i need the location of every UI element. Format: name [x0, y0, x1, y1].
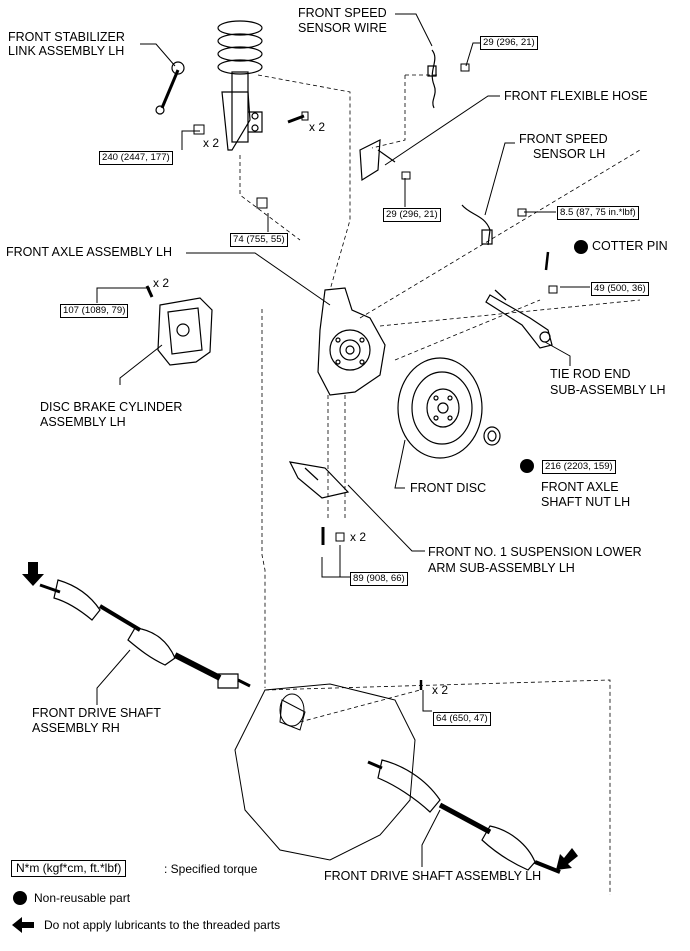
- legend-torque-text: : Specified torque: [164, 862, 258, 876]
- fasteners: [145, 63, 558, 690]
- leader-front-disc: [394, 439, 406, 489]
- label-flexible-hose: FRONT FLEXIBLE HOSE: [504, 89, 648, 103]
- front-axle-assembly: [317, 287, 386, 396]
- front-disc: [397, 357, 483, 459]
- torque-216: 216 (2203, 159): [542, 460, 616, 474]
- torque-64: 64 (650, 47): [433, 712, 491, 726]
- torque-107: 107 (1089, 79): [60, 304, 129, 318]
- legend-arrow-icon: [12, 917, 34, 933]
- leader-disc-brake: [119, 344, 163, 385]
- torque-89: 89 (908, 66): [350, 572, 408, 586]
- leader-stabilizer: [140, 43, 176, 67]
- speed-sensor: [461, 204, 493, 246]
- label-disc-brake-2: ASSEMBLY LH: [40, 415, 126, 429]
- qty-x2-89: x 2: [350, 530, 367, 544]
- label-speed-sensor-1: FRONT SPEED: [519, 132, 608, 146]
- torque-29-b: 29 (296, 21): [383, 208, 441, 222]
- lower-arm: [288, 461, 350, 499]
- leader-drive-lh: [421, 809, 441, 867]
- axle-shaft-nut: [483, 426, 501, 446]
- leader-flexible-hose: [384, 95, 500, 166]
- leader-lower-arm: [347, 484, 425, 552]
- label-drive-rh-1: FRONT DRIVE SHAFT: [32, 706, 161, 720]
- leader-drive-rh: [96, 649, 131, 705]
- speed-sensor-wire: [427, 49, 437, 109]
- legend-nonreusable-text: Non-reusable part: [34, 891, 131, 905]
- label-front-axle: FRONT AXLE ASSEMBLY LH: [6, 245, 173, 259]
- label-speed-wire-2: SENSOR WIRE: [298, 21, 387, 35]
- label-speed-sensor-2: SENSOR LH: [533, 147, 606, 161]
- leader-speed-wire: [395, 13, 433, 47]
- label-cotter-pin: COTTER PIN: [592, 239, 668, 253]
- tie-rod-end: [485, 289, 553, 349]
- drive-shaft-rh: [39, 579, 251, 689]
- label-front-disc: FRONT DISC: [410, 481, 487, 495]
- leader-front-axle: [186, 252, 331, 306]
- label-drive-rh-2: ASSEMBLY RH: [32, 721, 120, 735]
- label-tie-rod-2: SUB-ASSEMBLY LH: [550, 383, 666, 397]
- torque-240: 240 (2447, 177): [99, 151, 173, 165]
- label-disc-brake-1: DISC BRAKE CYLINDER: [40, 400, 183, 414]
- torque-74: 74 (755, 55): [230, 233, 288, 247]
- strut-assembly: [217, 20, 263, 151]
- flexible-hose: [359, 138, 396, 182]
- torque-49: 49 (500, 36): [591, 282, 649, 296]
- label-stabilizer-1: FRONT STABILIZER: [8, 30, 125, 44]
- qty-x2-strut-bolt: x 2: [309, 120, 326, 134]
- legend-torque-box: N*m (kgf*cm, ft.*lbf): [11, 860, 127, 877]
- drive-shaft-lh: [367, 759, 561, 874]
- legend-dot-icon: [13, 891, 27, 905]
- legend-lubricant-text: Do not apply lubricants to the threaded …: [44, 918, 281, 932]
- label-stabilizer-2: LINK ASSEMBLY LH: [8, 44, 125, 58]
- qty-x2-107: x 2: [153, 276, 170, 290]
- qty-x2-240: x 2: [203, 136, 220, 150]
- label-lower-arm-1: FRONT NO. 1 SUSPENSION LOWER: [428, 545, 642, 559]
- transaxle: [234, 683, 416, 861]
- label-tie-rod-1: TIE ROD END: [550, 367, 631, 381]
- non-reusable-markers: [520, 240, 588, 473]
- no-lube-arrows: [22, 562, 578, 870]
- label-lower-arm-2: ARM SUB-ASSEMBLY LH: [428, 561, 575, 575]
- label-drive-lh: FRONT DRIVE SHAFT ASSEMBLY LH: [324, 869, 542, 883]
- stabilizer-link: [155, 61, 185, 115]
- leader-speed-sensor: [484, 142, 515, 216]
- leader-tie-rod: [544, 341, 571, 366]
- label-axle-nut-2: SHAFT NUT LH: [541, 495, 631, 509]
- label-speed-wire-1: FRONT SPEED: [298, 6, 387, 20]
- torque-8-5: 8.5 (87, 75 in.*lbf): [557, 206, 639, 220]
- disc-brake-cylinder: [157, 297, 213, 366]
- qty-x2-64: x 2: [432, 683, 449, 697]
- label-axle-nut-1: FRONT AXLE: [541, 480, 619, 494]
- torque-29-a: 29 (296, 21): [480, 36, 538, 50]
